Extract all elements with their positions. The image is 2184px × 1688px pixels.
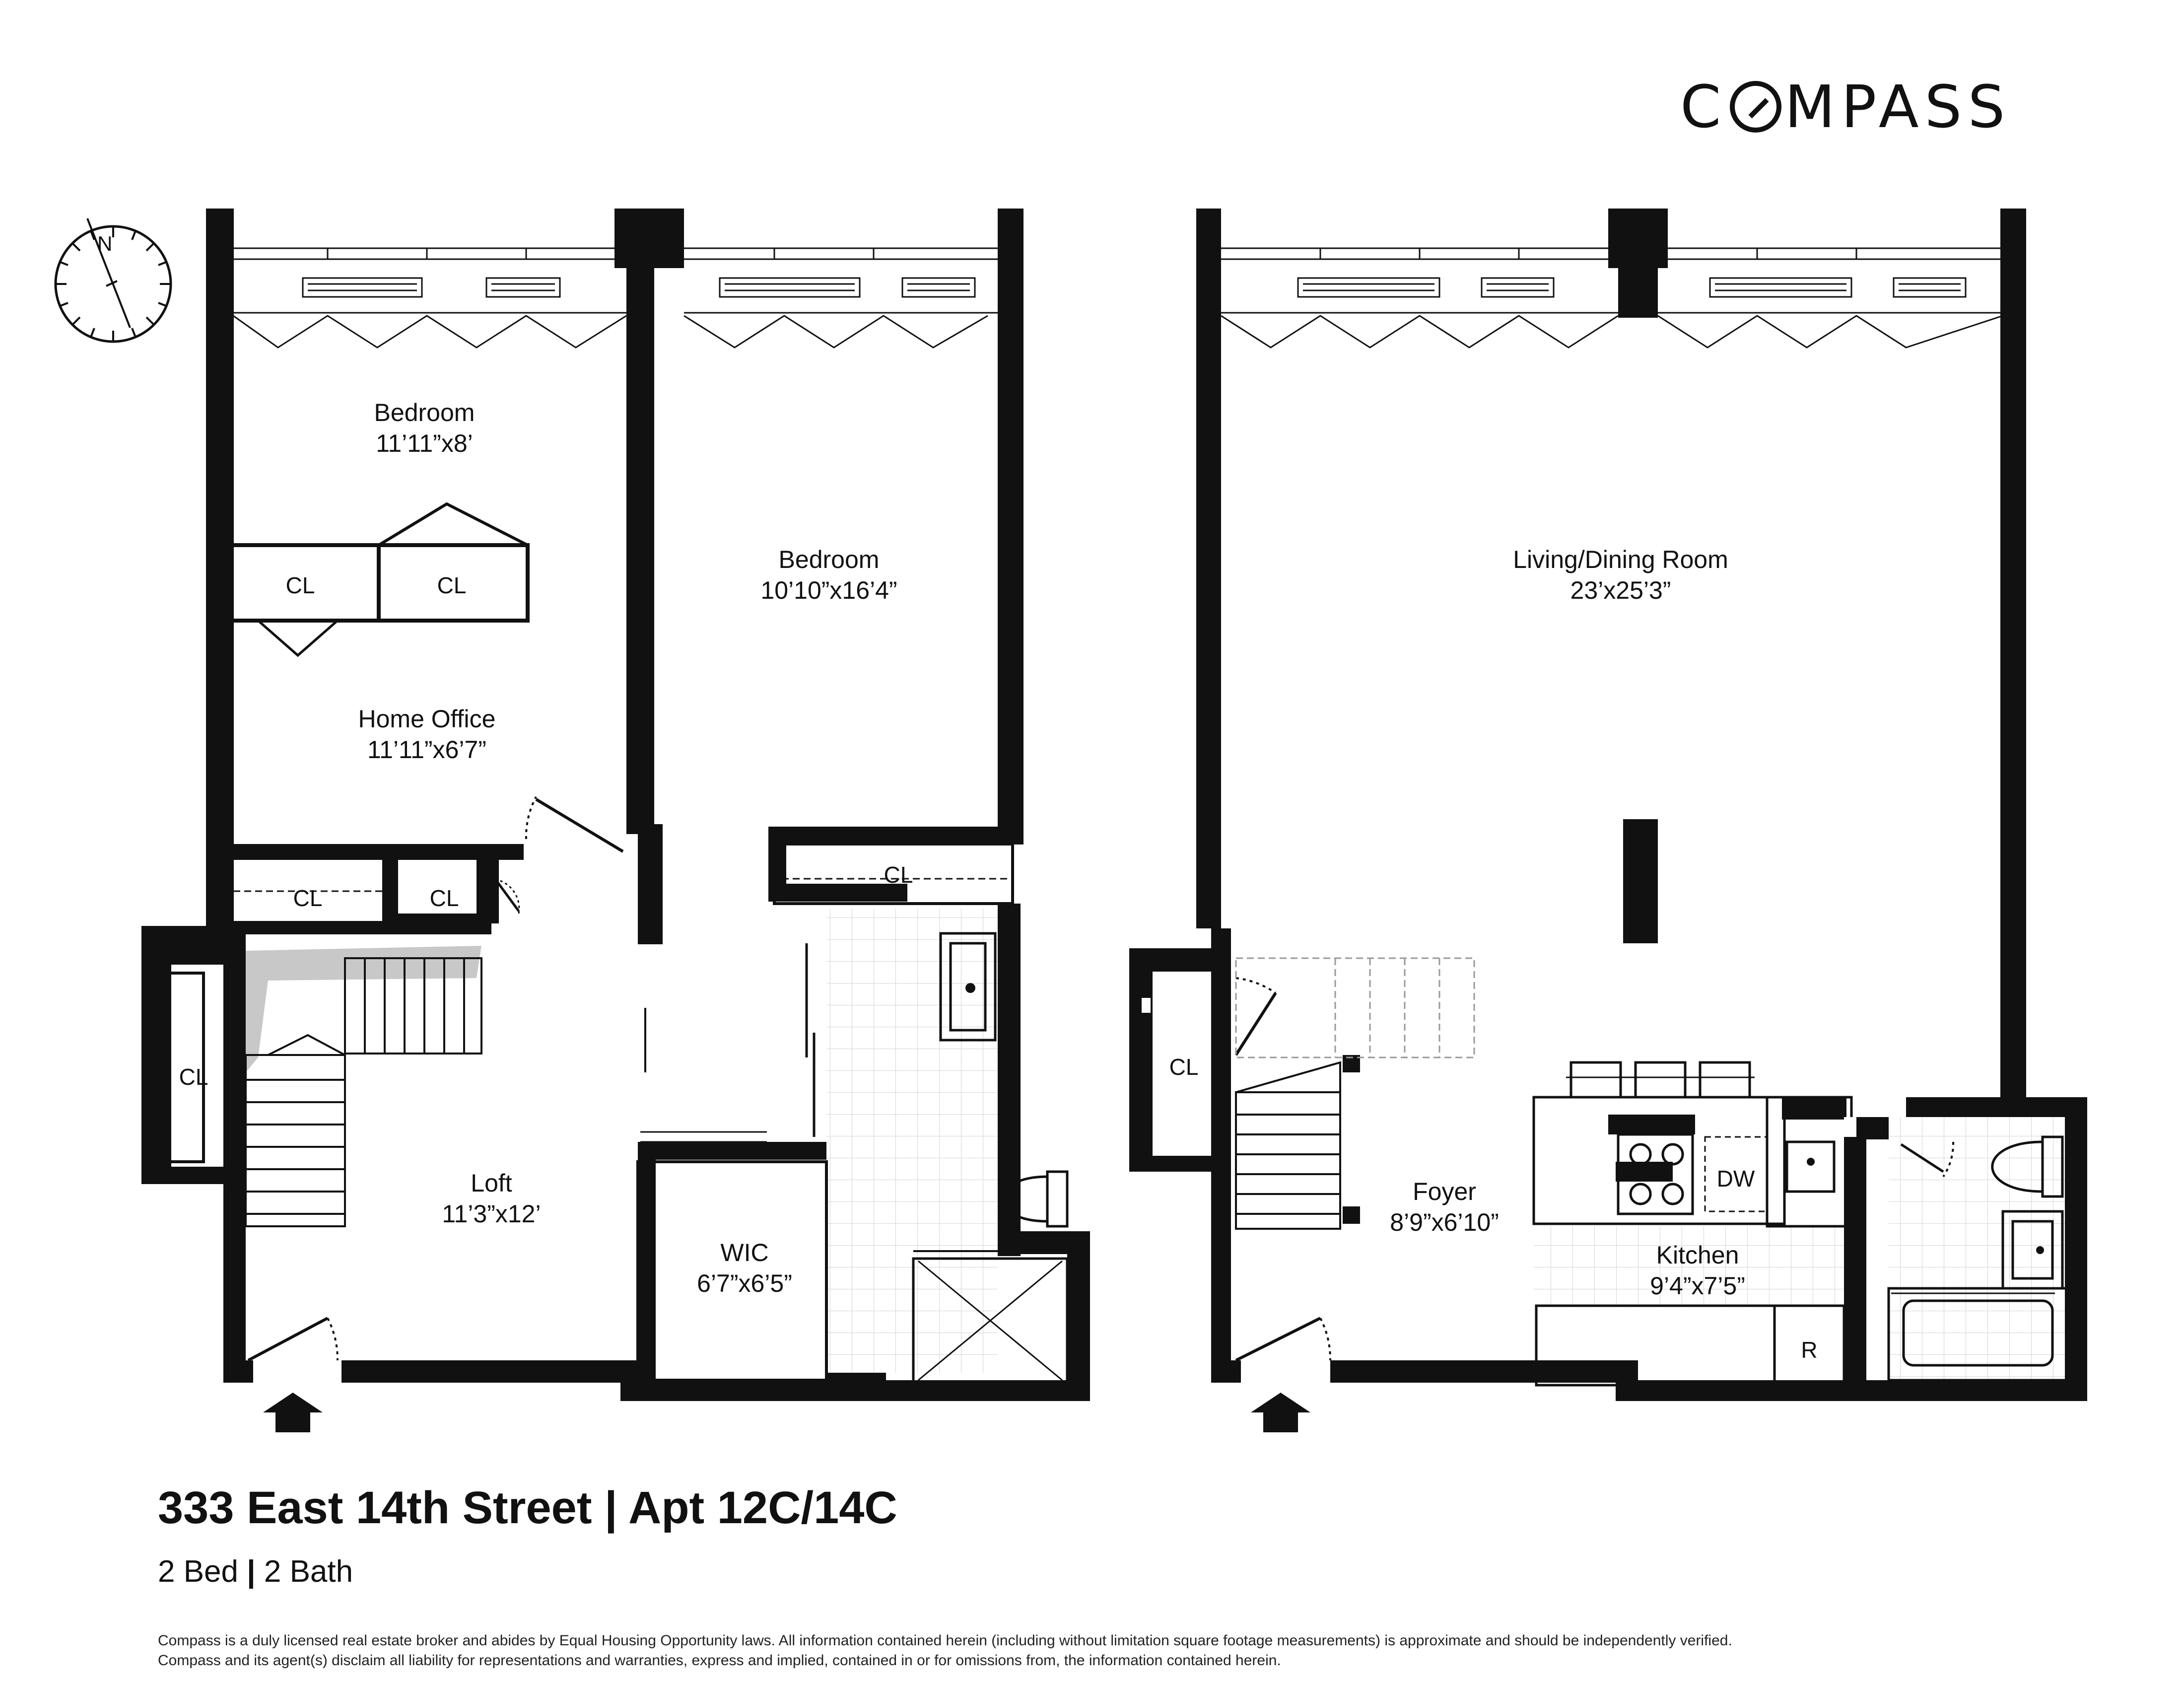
listing-summary: 2 Bed | 2 Bath: [158, 1554, 353, 1589]
closet-label-1: CL: [286, 572, 315, 598]
summary-separator: |: [247, 1554, 256, 1589]
entry-arrow-icon-lower: [1251, 1393, 1310, 1432]
room-name-wic: WIC: [720, 1239, 768, 1266]
window-bank-lower: [1221, 247, 2003, 349]
room-name-home-office: Home Office: [358, 705, 496, 733]
room-labels: Bedroom 11’11”x8’ Bedroom 10’10”x16’4” H…: [179, 399, 1818, 1363]
lower-level-plan: [1129, 209, 2087, 1432]
kitchen-lower: [1532, 1061, 1856, 1387]
room-name-bedroom-2: Bedroom: [779, 546, 880, 573]
upper-level-plan: [141, 209, 1090, 1432]
entry-door-upper: [247, 1317, 339, 1362]
room-dims-wic: 6’7”x6’5”: [697, 1269, 792, 1297]
listing-address: 333 East 14th Street | Apt 12C/14C: [158, 1482, 897, 1533]
entry-door-lower: [1235, 1317, 1332, 1362]
closet-lower: [1151, 970, 1277, 1158]
staircase-lower: [1235, 957, 1475, 1230]
closets-upper: [147, 502, 1014, 1163]
room-dims-kitchen: 9’4”x7’5”: [1650, 1272, 1745, 1300]
compass-north-label: N: [97, 232, 112, 255]
compass-rose: N: [54, 218, 172, 343]
room-dims-home-office: 11’11”x6’7”: [367, 736, 486, 764]
room-name-kitchen: Kitchen: [1656, 1241, 1739, 1269]
compass-logo: C MPASS: [1680, 72, 2028, 141]
room-dims-living-dining: 23’x25’3”: [1570, 576, 1671, 604]
compass-logo-text-rest: MPASS: [1784, 72, 2011, 141]
legal-disclaimer: Compass is a duly licensed real estate b…: [158, 1631, 2094, 1671]
dishwasher-label: DW: [1717, 1166, 1755, 1192]
closet-label-7: CL: [1169, 1054, 1199, 1080]
bathroom-upper: [805, 909, 1069, 1384]
bathroom-lower: [1887, 1117, 2069, 1382]
disclaimer-line-2: Compass and its agent(s) disclaim all li…: [158, 1652, 1281, 1669]
closet-label-5: CL: [884, 862, 913, 888]
room-name-foyer: Foyer: [1413, 1178, 1476, 1205]
room-name-loft: Loft: [471, 1169, 512, 1197]
closet-label-2: CL: [437, 572, 467, 598]
entry-arrow-icon-upper: [263, 1393, 323, 1432]
room-dims-bedroom-2: 10’10”x16’4”: [760, 576, 897, 604]
closet-label-3: CL: [293, 885, 323, 911]
room-dims-foyer: 8’9”x6’10”: [1390, 1208, 1499, 1236]
beds-count: 2 Bed: [158, 1554, 239, 1589]
closet-label-4: CL: [430, 885, 459, 911]
compass-logo-o-mark: [1730, 81, 1782, 133]
room-dims-loft: 11’3”x12’: [442, 1200, 541, 1228]
walls-upper: [141, 209, 1090, 1401]
refrigerator-label: R: [1801, 1337, 1817, 1363]
room-dims-bedroom-1: 11’11”x8’: [376, 429, 473, 457]
room-name-bedroom-1: Bedroom: [374, 399, 475, 426]
closet-label-6: CL: [179, 1064, 208, 1090]
compass-logo-text-c: C: [1680, 72, 1727, 141]
floor-plan: N: [54, 209, 2087, 1432]
staircase-upper: [245, 946, 482, 1227]
room-name-living-dining: Living/Dining Room: [1513, 546, 1728, 573]
disclaimer-line-1: Compass is a duly licensed real estate b…: [158, 1632, 1732, 1649]
window-bank: [233, 247, 1000, 349]
wic-upper: [636, 1008, 828, 1382]
baths-count: 2 Bath: [264, 1554, 353, 1589]
